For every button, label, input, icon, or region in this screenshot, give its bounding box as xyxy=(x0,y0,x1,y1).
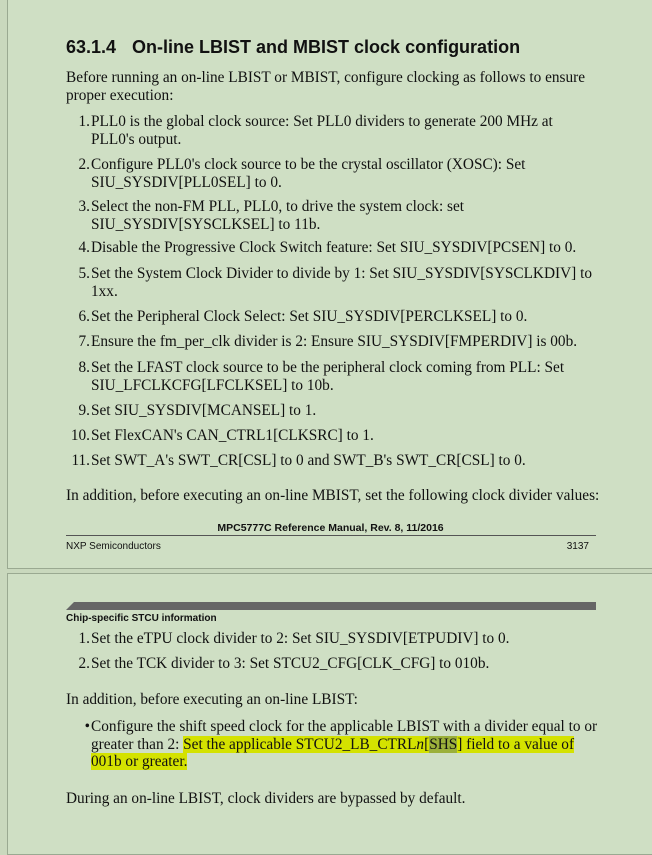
list-number: 1. xyxy=(78,630,90,647)
list-text: Set SWT_A's SWT_CR[CSL] to 0 and SWT_B's… xyxy=(91,452,526,469)
closing-paragraph: During an on-line LBIST, clock dividers … xyxy=(66,790,466,807)
list-item: 6.Set the Peripheral Clock Select: Set S… xyxy=(68,308,598,326)
list-text: Ensure the fm_per_clk divider is 2: Ensu… xyxy=(91,333,578,350)
list-number: 8. xyxy=(78,359,90,376)
list-number: 9. xyxy=(78,402,90,419)
list-item: 1.Set the eTPU clock divider to 2: Set S… xyxy=(68,630,598,648)
list-item: 5.Set the System Clock Divider to divide… xyxy=(68,265,598,300)
list-item: 4.Disable the Progressive Clock Switch f… xyxy=(68,239,598,257)
bullet-item: • Configure the shift speed clock for th… xyxy=(68,718,598,771)
list-text: Configure PLL0's clock source to be the … xyxy=(91,156,526,191)
running-header: Chip-specific STCU information xyxy=(66,613,217,624)
header-bar xyxy=(66,602,596,610)
list-text: Disable the Progressive Clock Switch fea… xyxy=(91,239,577,256)
list-item: 11.Set SWT_A's SWT_CR[CSL] to 0 and SWT_… xyxy=(68,452,598,470)
page-number: 3137 xyxy=(566,541,589,552)
bullet-icon: • xyxy=(84,718,90,735)
intro-paragraph: Before running an on-line LBIST or MBIST… xyxy=(66,69,585,104)
footer-title: MPC5777C Reference Manual, Rev. 8, 11/20… xyxy=(217,522,444,534)
footer-rule xyxy=(66,535,596,536)
list-text: Set SIU_SYSDIV[MCANSEL] to 1. xyxy=(91,402,317,419)
list-number: 4. xyxy=(78,239,90,256)
list-number: 2. xyxy=(78,156,90,173)
list-item: 2.Configure PLL0's clock source to be th… xyxy=(68,156,598,191)
list-number: 2. xyxy=(78,655,90,672)
list-text: Select the non-FM PLL, PLL0, to drive th… xyxy=(91,198,465,233)
list-number: 11. xyxy=(71,452,90,469)
list-number: 5. xyxy=(78,265,90,282)
list-text: Set the eTPU clock divider to 2: Set SIU… xyxy=(91,630,510,647)
list-item: 8.Set the LFAST clock source to be the p… xyxy=(68,359,598,394)
list-text: Set FlexCAN's CAN_CTRL1[CLKSRC] to 1. xyxy=(91,427,374,444)
list-item: 7.Ensure the fm_per_clk divider is 2: En… xyxy=(68,333,598,351)
list-text: Set the TCK divider to 3: Set STCU2_CFG[… xyxy=(91,655,490,672)
list-number: 7. xyxy=(78,333,90,350)
list-item: 9.Set SIU_SYSDIV[MCANSEL] to 1. xyxy=(68,402,598,420)
list-text: Set the LFAST clock source to be the per… xyxy=(91,359,565,394)
list-item: 2.Set the TCK divider to 3: Set STCU2_CF… xyxy=(68,655,598,673)
list-number: 6. xyxy=(78,308,90,325)
list-item: 3.Select the non-FM PLL, PLL0, to drive … xyxy=(68,198,598,233)
pdf-page-next: Chip-specific STCU information 1.Set the… xyxy=(7,573,652,855)
addition-paragraph-2: In addition, before executing an on-line… xyxy=(66,691,358,708)
list-item: 10.Set FlexCAN's CAN_CTRL1[CLKSRC] to 1. xyxy=(68,427,598,445)
list-text: PLL0 is the global clock source: Set PLL… xyxy=(91,113,553,148)
list-number: 10. xyxy=(70,427,90,444)
list-number: 1. xyxy=(78,113,90,130)
list-item: 1.PLL0 is the global clock source: Set P… xyxy=(68,113,598,148)
list-text: Set the Peripheral Clock Select: Set SIU… xyxy=(91,308,528,325)
list-text: Set the System Clock Divider to divide b… xyxy=(91,265,592,300)
footer-company: NXP Semiconductors xyxy=(66,541,161,552)
addition-paragraph: In addition, before executing an on-line… xyxy=(66,487,600,504)
text-selection[interactable]: SHS xyxy=(429,735,458,753)
list-number: 3. xyxy=(78,198,90,215)
